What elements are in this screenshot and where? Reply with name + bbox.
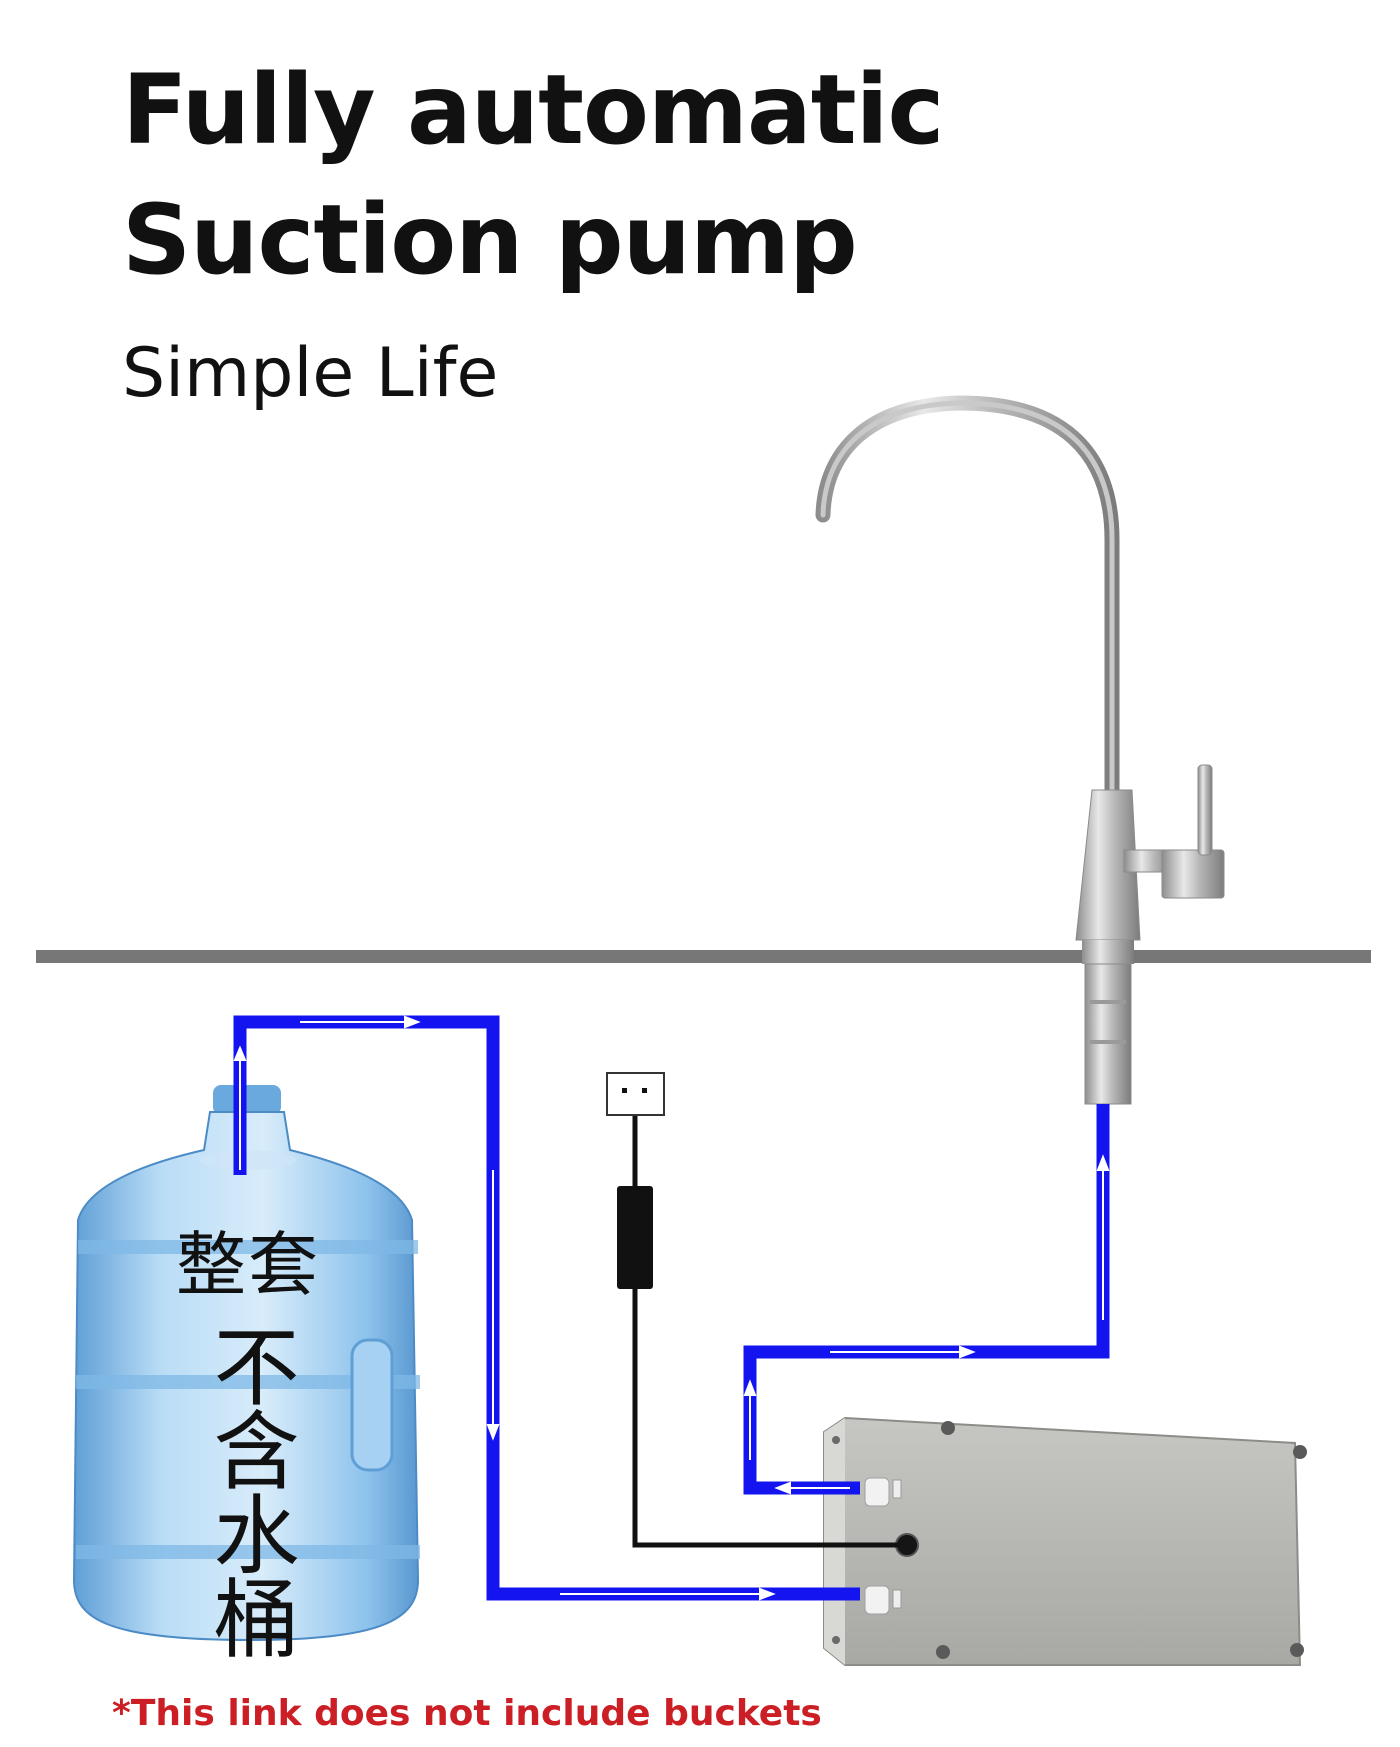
- pump-box-icon: [823, 1416, 1307, 1666]
- title-line-1: Fully automatic: [122, 54, 944, 166]
- title-line-2: Suction pump: [122, 184, 858, 296]
- water-bottle-icon: [72, 1085, 420, 1642]
- countertop-line: [36, 950, 1371, 963]
- footnote: *This link does not include buckets: [112, 1693, 822, 1734]
- bucket-label-vertical: 不含水桶: [198, 1322, 298, 1658]
- subtitle: Simple Life: [122, 334, 499, 413]
- power-adapter-icon: [617, 1186, 653, 1289]
- faucet-icon: [815, 395, 1225, 1105]
- flow-arrow-icon: [233, 1015, 1110, 1601]
- bucket-label-top: 整套: [176, 1224, 320, 1306]
- power-plug-icon: [606, 1072, 665, 1116]
